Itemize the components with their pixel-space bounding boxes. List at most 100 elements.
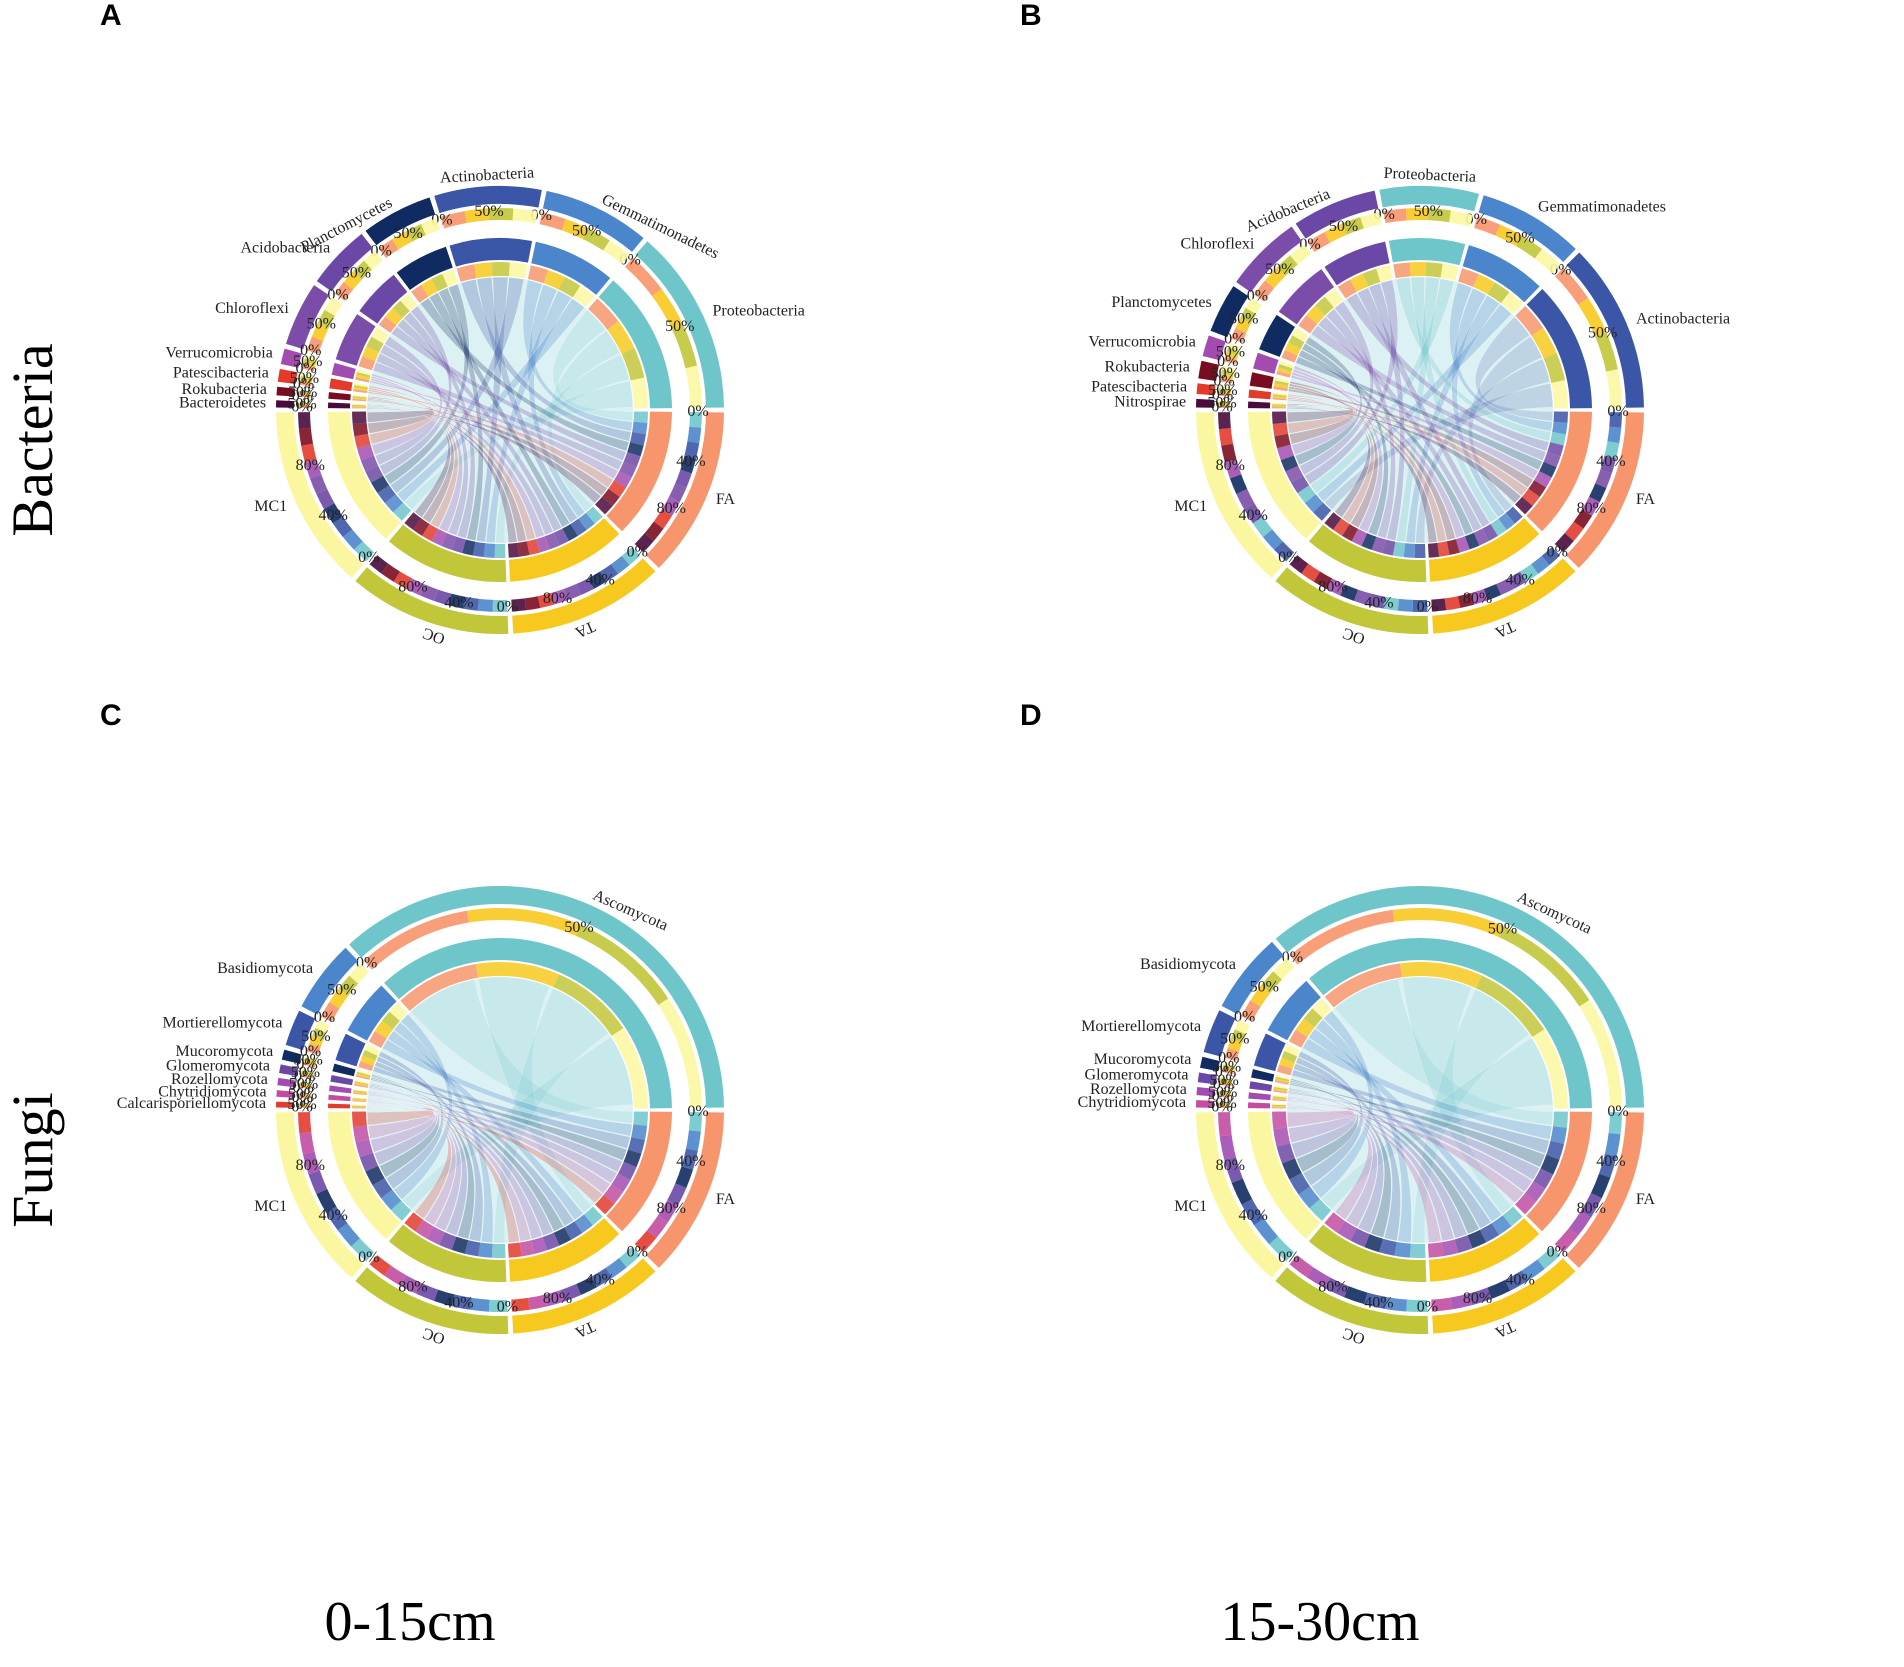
sector-rozellomycota-inner — [1248, 1092, 1271, 1101]
sector-calcarisporiellomycota-inner-band — [352, 1105, 367, 1107]
sector-label: Basidiomycota — [1140, 956, 1236, 973]
chord-basidiomycota-ta — [1307, 1027, 1503, 1223]
tick-label: 50% — [289, 1076, 318, 1093]
sector-mc1-inner-band — [1298, 1186, 1320, 1209]
sector-oc-inner-band — [1336, 1220, 1357, 1241]
sector-chloroflexi-band — [1264, 267, 1286, 289]
tick-label: 0% — [358, 549, 379, 566]
sector-oc-band — [1326, 578, 1345, 596]
sector-calcarisporiellomycota-band — [298, 1106, 311, 1108]
tick-label: 0% — [1607, 1103, 1628, 1120]
tick-label: 50% — [1329, 218, 1358, 235]
sector-fa-band — [653, 509, 673, 529]
chord-nitrospirae-ta — [1286, 405, 1438, 544]
tick-label: 40% — [586, 571, 615, 588]
sector-oc-inner-band — [464, 1240, 481, 1257]
sector-fa-inner-band — [1543, 452, 1561, 468]
sector-acidobacteria-band — [343, 270, 363, 290]
sector-glomeromycota-band — [1219, 1082, 1232, 1087]
chord-mortierellomycota-fa — [372, 1066, 631, 1150]
sector-chytridiomycota-band — [298, 1096, 311, 1099]
sector-oc-inner-band — [491, 1243, 506, 1259]
sector-rozellomycota-inner-band — [353, 1091, 368, 1095]
sector-gemmatimonadetes-band — [561, 218, 589, 240]
sector-fa-inner-band — [1539, 461, 1557, 478]
sector-rokubacteria-inner-band — [352, 396, 367, 399]
sector-mucoromycota-inner-band — [1275, 1074, 1290, 1080]
sector-label: FA — [1636, 1191, 1656, 1208]
chord-bacteroidetes-mc1 — [366, 403, 434, 423]
sector-ta-inner-band — [542, 1232, 560, 1251]
sector-proteobacteria-band — [624, 257, 662, 297]
sector-glomeromycota-band — [1220, 1076, 1233, 1081]
sector-rokubacteria-inner-band — [1274, 380, 1289, 386]
sector-rozellomycota-band — [1218, 1089, 1232, 1093]
sector-patescibacteria-inner-band — [1272, 395, 1287, 399]
sector-basidiomycota-band — [320, 1002, 340, 1023]
sector-oc-inner-band — [441, 533, 457, 550]
sector-label: Mortierellomycota — [162, 1014, 282, 1031]
sector-oc-inner-band — [413, 518, 430, 536]
sector-ta-inner-band — [578, 512, 595, 531]
tick-label: 0% — [1417, 1299, 1438, 1316]
chord-actinobacteria-fa — [460, 278, 632, 442]
sector-chytridiomycota-inner — [328, 1094, 351, 1102]
sector-oc-outer — [1275, 1267, 1429, 1334]
sector-patescibacteria-band — [1218, 390, 1231, 395]
sector-glomeromycota-inner-band — [1273, 1088, 1288, 1092]
sector-mucoromycota-band — [304, 1057, 317, 1063]
sector-glomeromycota-band — [1219, 1080, 1233, 1085]
sector-label: Chloroflexi — [215, 300, 289, 317]
sector-gemmatimonadetes-band — [1474, 216, 1501, 236]
tick-label: 0% — [300, 342, 321, 359]
sector-mc1-band — [308, 1170, 328, 1194]
sector-gemmatimonadetes-inner-band — [543, 270, 565, 290]
sector-glomeromycota-inner-band — [354, 1082, 369, 1087]
sector-bacteroidetes-inner-band — [352, 407, 367, 409]
sector-oc-band — [1289, 1255, 1314, 1278]
sector-oc-band — [1306, 1267, 1331, 1289]
sector-mucoromycota-band — [303, 1060, 316, 1066]
sector-mc1-band — [1218, 427, 1234, 446]
tick-label: 80% — [543, 590, 572, 607]
sector-verrucomicrobia-inner — [331, 362, 356, 380]
sector-mc1-inner-band — [365, 1165, 385, 1186]
sector-planctomycetes-band — [1245, 298, 1262, 314]
sector-chloroflexi-inner-band — [371, 327, 389, 344]
chord-mucoromycota-fa — [1289, 1082, 1546, 1168]
row-label-bacteria: Bacteria — [0, 343, 65, 536]
sector-verrucomicrobia-inner — [1253, 352, 1279, 374]
chord-background — [1287, 977, 1553, 1243]
chord-calcarisporiellomycota-mc1 — [366, 1104, 435, 1126]
sector-label: Proteobacteria — [712, 303, 804, 320]
sector-glomeromycota-inner-band — [1273, 1085, 1288, 1090]
sector-ta-inner-band — [1479, 1223, 1500, 1243]
sector-proteobacteria-inner-band — [621, 348, 645, 381]
sector-fa-inner-band — [627, 442, 644, 457]
sector-oc-band — [470, 1297, 490, 1312]
chord-acidobacteria-ta — [396, 318, 563, 533]
chord-gemmatimonadetes-fa — [522, 279, 633, 432]
chord-basidiomycota-oc — [1314, 1018, 1412, 1244]
sector-fa-band — [1568, 1211, 1591, 1236]
sector-oc-band — [1289, 555, 1309, 574]
chord-verrucomicrobia-mc1 — [371, 373, 437, 456]
chord-gemmatimonadetes-mc1 — [396, 297, 586, 503]
sector-mortierellomycota-band — [306, 1043, 321, 1055]
sector-basidiomycota-inner-band — [1312, 998, 1332, 1018]
sector-mortierellomycota-inner-band — [1277, 1064, 1293, 1076]
sector-oc-inner-band — [472, 541, 486, 558]
panel-label: C — [100, 699, 122, 732]
sector-rozellomycota-inner-band — [1272, 1094, 1287, 1098]
tick-label: 0% — [292, 388, 313, 405]
chord-mucoromycota-ta — [1289, 1081, 1480, 1235]
sector-basidiomycota-band — [1250, 985, 1271, 1007]
sector-planctomycetes-band — [1235, 317, 1251, 333]
tick-label: 50% — [301, 1028, 330, 1045]
sector-fa-inner-band — [1540, 1154, 1560, 1175]
sector-ta-inner-band — [584, 1206, 603, 1226]
sector-chytridiomycota-inner-band — [1272, 1105, 1287, 1108]
tick-label: 40% — [1364, 594, 1393, 611]
sector-label: FA — [716, 1191, 736, 1208]
sector-mucoromycota-inner-band — [357, 1070, 371, 1076]
